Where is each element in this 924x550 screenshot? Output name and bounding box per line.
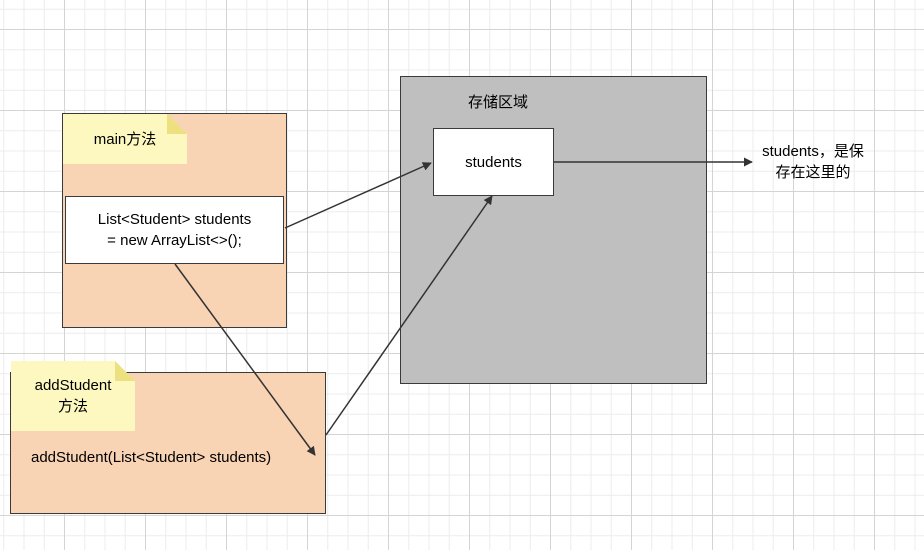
storage-area [400,76,707,384]
declaration-line-1: List<Student> students [97,211,252,228]
students-declaration-box: List<Student> students = new ArrayList<>… [65,196,284,264]
add-student-label-line-1: addStudent [34,377,112,394]
annotation-line-1: students，是保 [762,143,864,160]
add-student-note [11,361,135,431]
main-method-note [63,114,187,164]
declaration-line-2: = new ArrayList<>(); [107,232,242,249]
add-student-call-text: addStudent(List<Student> students) [31,448,272,466]
annotation-line-2: 存在这里的 [775,164,851,181]
main-method-label: main方法 [93,130,157,148]
students-object-box: students [433,128,554,196]
add-student-label-line-2: 方法 [57,398,88,415]
storage-annotation: students，是保 存在这里的 [748,140,878,184]
add-student-label: addStudent 方法 [11,374,135,418]
storage-area-title: 存储区域 [468,93,529,111]
